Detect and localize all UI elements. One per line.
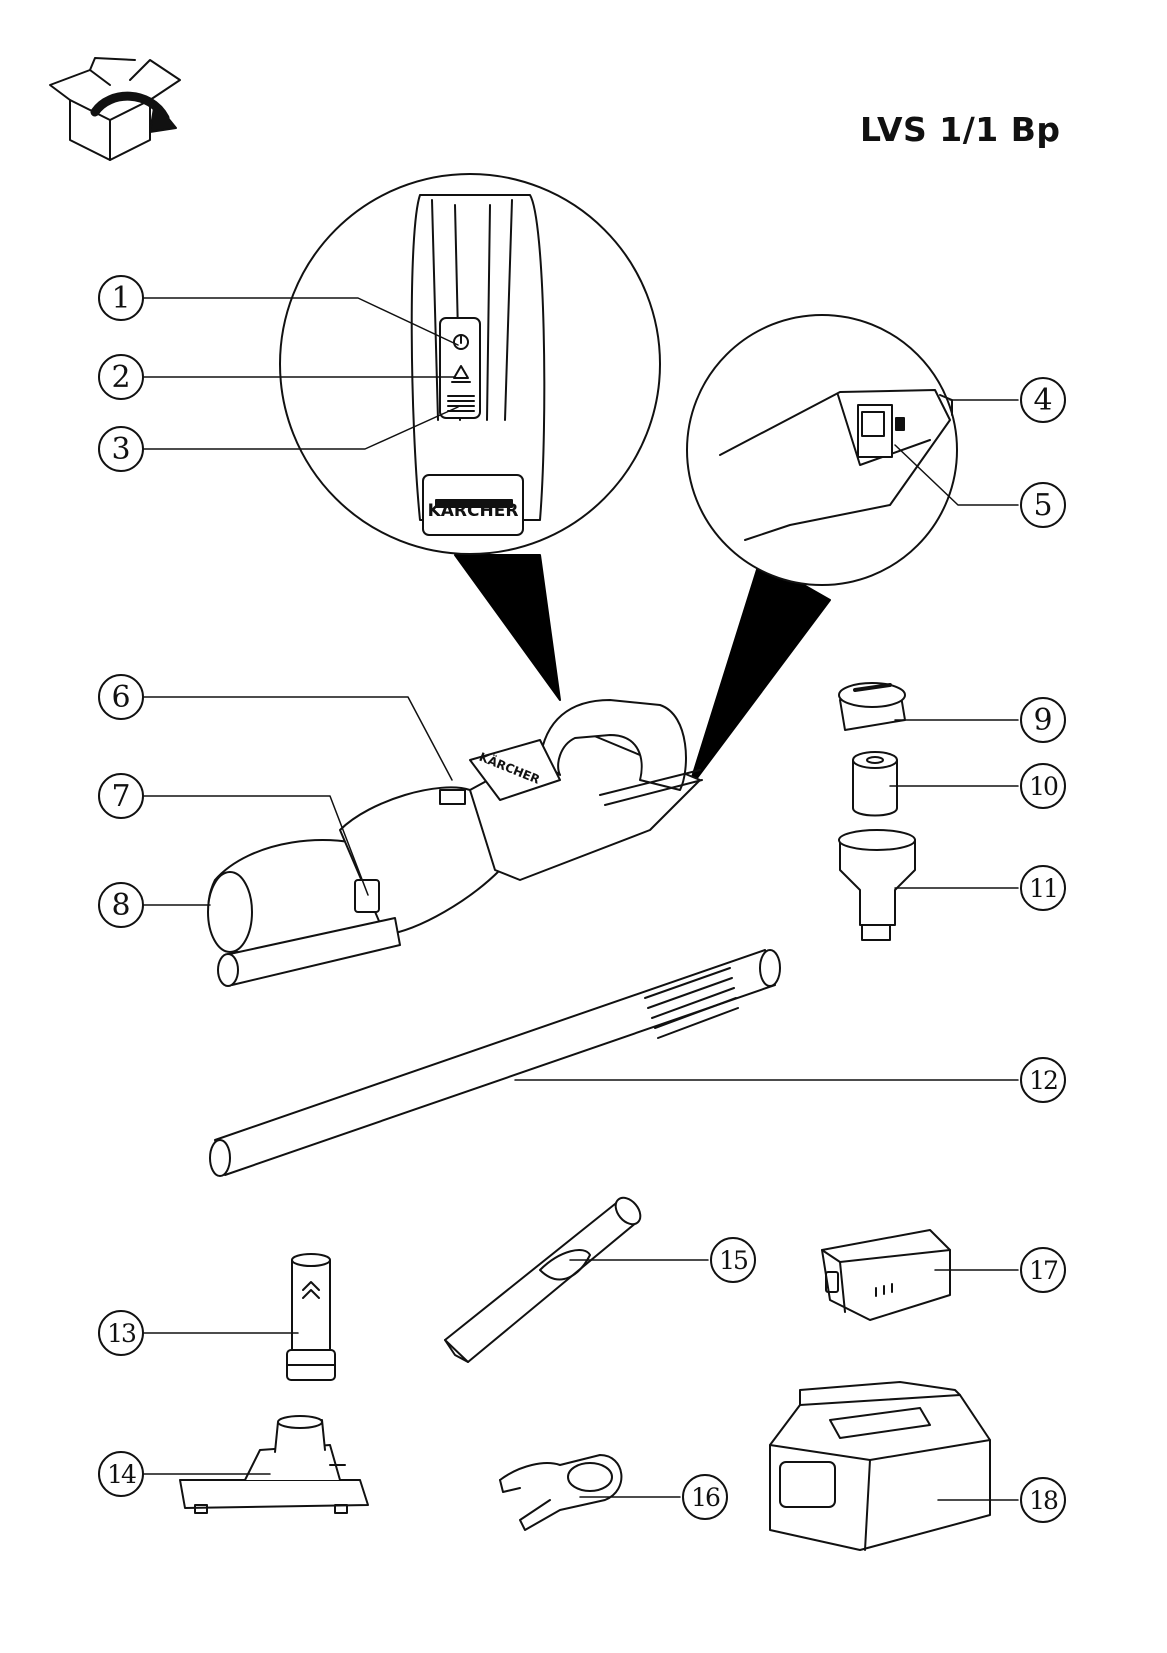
filter-cartridge: [852, 751, 898, 817]
callout-12: 12: [1020, 1057, 1066, 1103]
zoom-detail-battery-release: [686, 314, 958, 791]
callout-13: 13: [98, 1310, 144, 1356]
callout-11: 11: [1020, 865, 1066, 911]
battery-charger: [769, 1381, 991, 1551]
zoom-detail-switches: [279, 173, 661, 701]
callout-10: 10: [1020, 763, 1066, 809]
callout-7: 7: [98, 773, 144, 819]
callout-6: 6: [98, 674, 144, 720]
boost-triangle-icon: [451, 365, 471, 383]
floor-nozzle: [179, 1415, 369, 1514]
callout-2: 2: [98, 354, 144, 400]
accessory-clip: [499, 1454, 623, 1531]
callout-4: 4: [1020, 377, 1066, 423]
crevice-nozzle: [444, 1196, 642, 1363]
open-box-with-arrow-icon: [49, 57, 181, 161]
callout-1: 1: [98, 275, 144, 321]
callout-8: 8: [98, 882, 144, 928]
callout-15: 15: [710, 1237, 756, 1283]
filter-cap: [838, 682, 906, 731]
callout-14: 14: [98, 1451, 144, 1497]
callout-18: 18: [1020, 1477, 1066, 1523]
battery-pack: [821, 1229, 951, 1321]
callout-5: 5: [1020, 482, 1066, 528]
model-title: LVS 1/1 Bp: [860, 110, 1061, 149]
callout-16: 16: [682, 1474, 728, 1520]
callout-9: 9: [1020, 697, 1066, 743]
callout-3: 3: [98, 426, 144, 472]
leader-lines: [142, 297, 1019, 1501]
brand-label-zoom: KÄRCHER: [428, 499, 519, 521]
filter-holder: [838, 829, 916, 941]
power-icon: [453, 334, 469, 350]
callout-17: 17: [1020, 1247, 1066, 1293]
floor-extension-tube: [286, 1253, 336, 1381]
hand-vacuum-body: [207, 699, 703, 987]
suction-tube: [209, 949, 781, 1177]
